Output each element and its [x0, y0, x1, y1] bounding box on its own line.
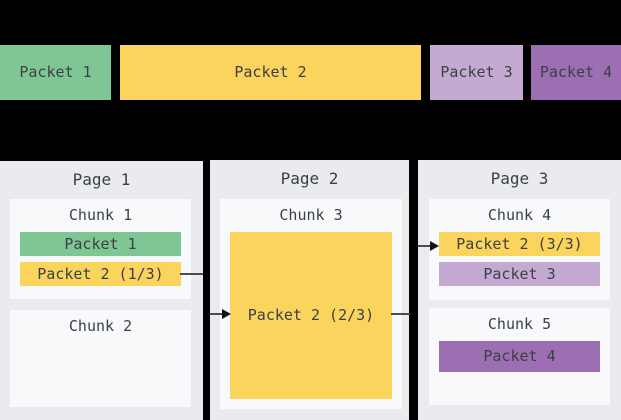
chunk-3-panel: Chunk 3 Packet 2 (2/3)	[220, 199, 402, 409]
chunk-4-packet-3: Packet 3	[439, 262, 600, 286]
arrow-shaft	[418, 245, 430, 247]
page-3-panel: Page 3 Chunk 4 Packet 2 (3/3) Packet 3 C…	[418, 160, 621, 420]
chunk-1-title: Chunk 1	[68, 206, 133, 224]
chunk-4-panel: Chunk 4 Packet 2 (3/3) Packet 3	[429, 199, 610, 300]
chunk-4-packet-2-part3: Packet 2 (3/3)	[439, 232, 600, 256]
stream-packet-3: Packet 3	[430, 45, 523, 100]
chunk-5-packet-4: Packet 4	[439, 341, 600, 372]
chunk-3-title: Chunk 3	[279, 206, 343, 224]
page-1-panel: Page 1 Chunk 1 Packet 1 Packet 2 (1/3) C…	[0, 161, 203, 420]
arrow-into-page3	[418, 241, 439, 251]
chunk-1-packet-1: Packet 1	[20, 232, 181, 256]
arrow-shaft	[210, 313, 222, 315]
arrowhead-right-icon	[222, 309, 231, 319]
page-3-title: Page 3	[490, 169, 549, 188]
page-1-title: Page 1	[72, 170, 131, 189]
chunk-5-panel: Chunk 5 Packet 4	[429, 308, 610, 405]
page-2-panel: Page 2 Chunk 3 Packet 2 (2/3)	[210, 160, 409, 420]
page-2-title: Page 2	[280, 169, 339, 188]
chunk-4-title: Chunk 4	[487, 206, 552, 224]
chunk-1-panel: Chunk 1 Packet 1 Packet 2 (1/3)	[10, 199, 191, 299]
stream-packet-1: Packet 1	[0, 45, 111, 100]
stream-packet-2: Packet 2	[120, 45, 421, 100]
chunk-5-title: Chunk 5	[487, 315, 552, 333]
arrowhead-right-icon	[430, 241, 439, 251]
chunk-3-packet-2-part2: Packet 2 (2/3)	[230, 232, 392, 399]
chunk-2-title: Chunk 2	[68, 317, 133, 335]
connector-line-packet2-part2-out	[391, 313, 410, 315]
arrow-into-page2	[210, 309, 231, 319]
chunk-2-panel: Chunk 2	[10, 310, 191, 407]
connector-line-packet2-part1-out	[180, 273, 203, 275]
chunk-1-packet-2-part1: Packet 2 (1/3)	[20, 262, 181, 286]
stream-packet-4: Packet 4	[531, 45, 621, 100]
